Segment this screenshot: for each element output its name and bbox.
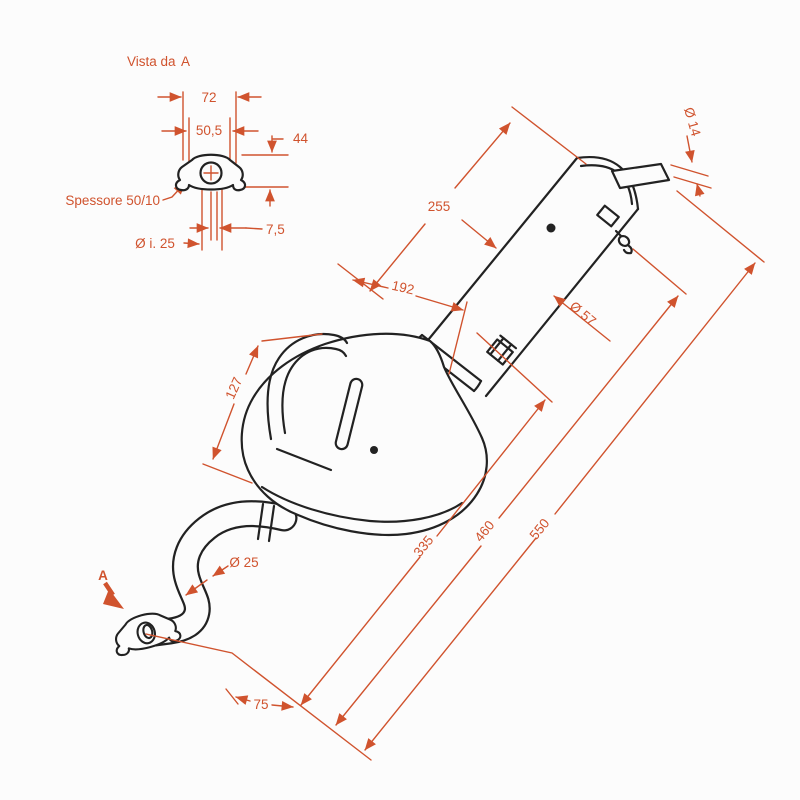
flange-detail-view: Vista da A 72 50,5	[65, 54, 308, 251]
detail-extension-lines	[182, 91, 289, 251]
dimension-50-5: 50,5	[161, 123, 259, 138]
section-a-arrow	[103, 589, 124, 609]
dimension-inner-diameter: Ø i. 25	[135, 236, 200, 251]
clamp	[486, 334, 518, 366]
dimension-192: 192	[352, 277, 464, 312]
inner-diameter-label: Ø i. 25	[135, 236, 175, 251]
dim-o57-label: Ø 57	[567, 298, 599, 328]
cylinder-can	[422, 155, 640, 398]
mount-tab	[596, 204, 620, 228]
dim-44-label: 44	[293, 131, 309, 146]
dim-72-label: 72	[201, 90, 216, 105]
main-extension-lines	[145, 106, 765, 761]
dim-127-label: 127	[222, 375, 245, 402]
dimension-7-5: 7,5	[189, 222, 285, 237]
dim-460-label: 460	[472, 518, 498, 545]
dim-255-label: 255	[428, 199, 451, 214]
inlet-pipe	[141, 500, 298, 647]
detail-view-title: Vista da	[127, 54, 176, 69]
dim-7-5-label: 7,5	[266, 222, 285, 237]
wing-bolt	[614, 229, 633, 255]
expansion-chamber	[240, 332, 488, 537]
center-cross	[203, 165, 219, 181]
rivet-dot-body	[370, 446, 378, 454]
body-ridge-right	[334, 377, 364, 451]
dimension-255: 255	[369, 122, 511, 292]
dim-192-label: 192	[390, 278, 415, 298]
dim-550-label: 550	[527, 516, 553, 543]
muffler-drawing	[115, 155, 671, 657]
dimension-inlet-pipe-diameter: Ø 25	[185, 555, 259, 596]
dimension-75: 75	[235, 695, 294, 712]
dimension-72: 72	[157, 90, 262, 105]
tail-pipe	[610, 162, 671, 190]
rivet-dot-cylinder	[546, 223, 556, 233]
thickness-label: Spessore 50/10	[65, 193, 160, 208]
body-ridge-outer	[266, 333, 349, 441]
inlet-flange	[115, 612, 182, 657]
detail-view-title-ref: A	[181, 54, 190, 69]
dim-50-5-label: 50,5	[196, 123, 222, 138]
pipe-sleeve	[256, 502, 276, 543]
dimension-44: 44	[265, 131, 309, 207]
dim-o25-label: Ø 25	[229, 555, 258, 570]
dim-o14-label: Ø 14	[681, 106, 704, 139]
dimension-thickness: Spessore 50/10	[65, 182, 186, 208]
dim-335-label: 335	[411, 533, 437, 560]
section-a-label: A	[98, 568, 108, 583]
body-crease-line	[275, 447, 333, 472]
body-ridge-inner	[281, 346, 348, 435]
section-marker-a: A	[98, 568, 124, 609]
dim-75-label: 75	[253, 697, 268, 712]
flange-detail-drawing	[174, 153, 247, 192]
